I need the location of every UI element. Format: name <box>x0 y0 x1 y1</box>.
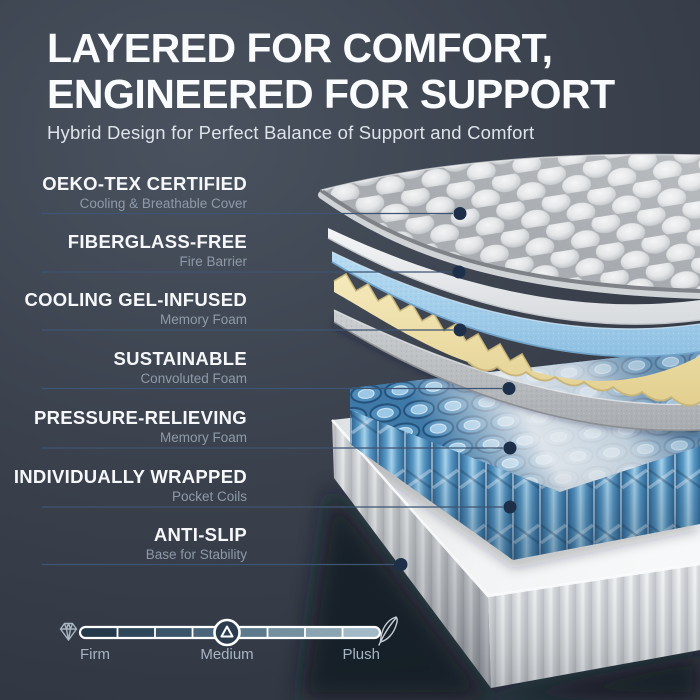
firmness-bar <box>80 627 380 638</box>
layer-subheading: Fire Barrier <box>179 254 247 270</box>
layer-heading: ANTI-SLIP <box>153 523 247 545</box>
firmness-segment-3 <box>155 627 193 638</box>
firmness-marker <box>213 618 241 647</box>
firmness-segment-4 <box>192 627 230 638</box>
layer-heading: SUSTAINABLE <box>113 347 247 369</box>
layer-heading: FIBERGLASS-FREE <box>67 231 247 252</box>
firmness-segment-5 <box>230 627 268 638</box>
firmness-label-firm: Firm <box>80 646 110 663</box>
layer-label-5: PRESSURE-RELIEVING Memory Foam <box>0 407 247 446</box>
mattress-ground-shadow <box>300 485 700 700</box>
page-subtitle: Hybrid Design for Perfect Balance of Sup… <box>47 122 535 143</box>
layer-subheading: Memory Foam <box>159 312 247 328</box>
layer-subheading: Memory Foam <box>159 430 247 446</box>
leader-dot-1 <box>453 207 467 220</box>
layer-fire-barrier <box>327 228 700 325</box>
firmness-label-medium: Medium <box>200 646 254 663</box>
layer-label-6: INDIVIDUALLY WRAPPED Pocket Coils <box>0 466 247 505</box>
layer-subheading: Convoluted Foam <box>140 370 247 386</box>
layer-heading: INDIVIDUALLY WRAPPED <box>13 466 247 487</box>
layer-label-3: COOLING GEL-INFUSED Memory Foam <box>0 289 247 328</box>
layer-subheading: Pocket Coils <box>171 489 247 505</box>
leader-dot-3 <box>453 323 467 337</box>
layer-subheading: Base for Stability <box>145 546 247 562</box>
firmness-segment-1 <box>80 627 118 638</box>
firmness-segment-6 <box>267 627 305 638</box>
page-title: LAYERED FOR COMFORT, ENGINEERED FOR SUPP… <box>47 25 615 118</box>
leader-dot-4 <box>502 382 516 395</box>
title-line-2: ENGINEERED FOR SUPPORT <box>47 70 615 117</box>
layer-heading: COOLING GEL-INFUSED <box>24 289 247 310</box>
feather-icon <box>378 616 398 646</box>
firmness-segment-2 <box>117 627 155 638</box>
layer-label-2: FIBERGLASS-FREE Fire Barrier <box>0 231 247 270</box>
firmness-segment-7 <box>305 627 343 638</box>
layer-gel-foam <box>331 251 700 358</box>
leader-dot-2 <box>452 265 466 279</box>
title-line-1: LAYERED FOR COMFORT, <box>47 25 553 71</box>
leader-dot-7 <box>394 558 408 571</box>
layer-subheading: Cooling & Breathable Cover <box>79 195 247 211</box>
layer-heading: PRESSURE-RELIEVING <box>33 407 247 428</box>
layer-memory-foam <box>333 309 700 432</box>
firmness-segment-8 <box>342 627 380 638</box>
layer-quilted-cover <box>318 153 700 299</box>
firmness-label-plush: Plush <box>342 646 380 663</box>
leader-dot-5 <box>503 441 517 455</box>
leader-dot-6 <box>503 500 517 514</box>
diamond-icon <box>59 622 78 641</box>
layer-heading: OEKO-TEX CERTIFIED <box>42 172 247 194</box>
